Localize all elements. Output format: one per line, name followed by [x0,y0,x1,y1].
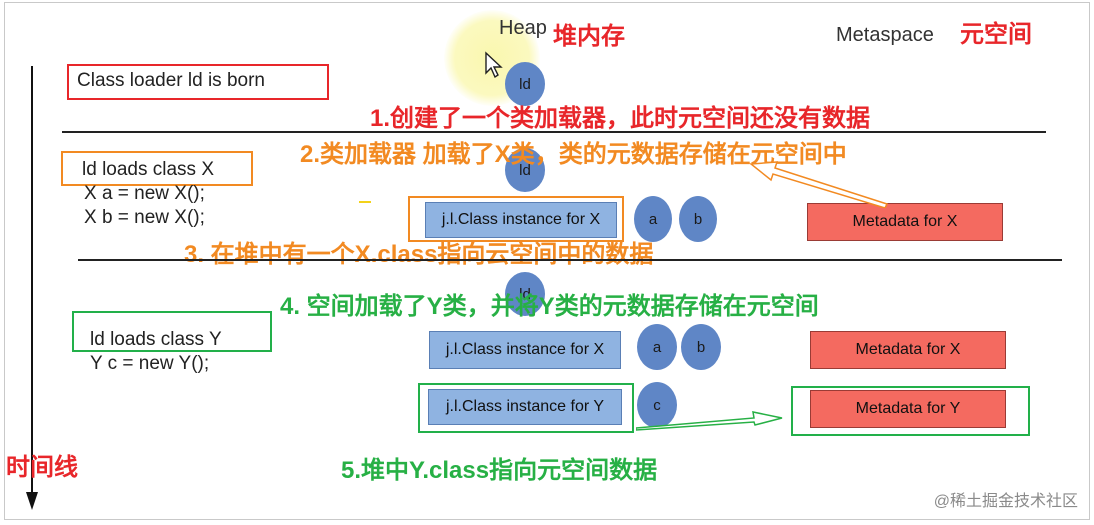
timeline-label: 时间线 [6,454,78,481]
mouse-cursor-icon [485,51,503,79]
arrow-class-y-to-metadata [636,411,783,431]
ld-node-2: ld [505,148,545,192]
loads-class-x-label: ld loads class X [82,159,215,180]
object-a-2: a [637,324,677,370]
code-line-x-b: X b = new X(); [84,207,205,228]
diagram-frame [4,2,1090,520]
metadata-y-highlight-box [791,386,1030,436]
loads-class-x-box [61,151,253,186]
divider-2 [78,259,1062,261]
timeline-arrow [26,66,38,510]
code-line-y-c: Y c = new Y(); [90,353,210,374]
metaspace-label: Metaspace [836,24,934,46]
yellow-mark [359,201,371,203]
class-loader-born-label: Class loader ld is born [77,70,265,91]
class-y-highlight-box [418,383,634,433]
watermark: @稀土掘金技术社区 [933,493,1078,510]
class-instance-x: j.l.Class instance for X [425,202,617,238]
class-instance-x-2: j.l.Class instance for X [429,331,621,369]
object-a: a [634,196,672,242]
heap-label: Heap [499,17,547,39]
code-line-x-a: X a = new X(); [84,183,205,204]
heap-cn-label: 堆内存 [553,23,625,50]
loads-class-y-label: ld loads class Y [90,329,222,350]
annotation-step-3: 3. 在堆中有一个X.class指向云空间中的数据 [184,241,654,268]
class-loader-born-box [67,64,329,100]
metadata-y: Metadata for Y [810,390,1006,428]
arrow-metadata-to-annotation [749,161,889,208]
metaspace-cn-label: 元空间 [960,21,1032,48]
class-x-highlight-box [408,196,624,242]
divider-1 [62,131,1046,133]
annotation-step-4: 4. 空间加载了Y类，并将Y类的元数据存储在元空间 [280,293,819,320]
object-c: c [637,382,677,428]
metadata-x-1: Metadata for X [807,203,1003,241]
annotation-step-1: 1.创建了一个类加载器，此时元空间还没有数据 [370,105,871,132]
ld-node-3: ld [505,272,545,316]
loads-class-y-box [72,311,272,352]
class-instance-y: j.l.Class instance for Y [428,389,622,425]
ld-node-1: ld [505,62,545,106]
object-b-2: b [681,324,721,370]
annotation-step-5: 5.堆中Y.class指向元空间数据 [341,457,658,484]
object-b: b [679,196,717,242]
metadata-x-2: Metadata for X [810,331,1006,369]
